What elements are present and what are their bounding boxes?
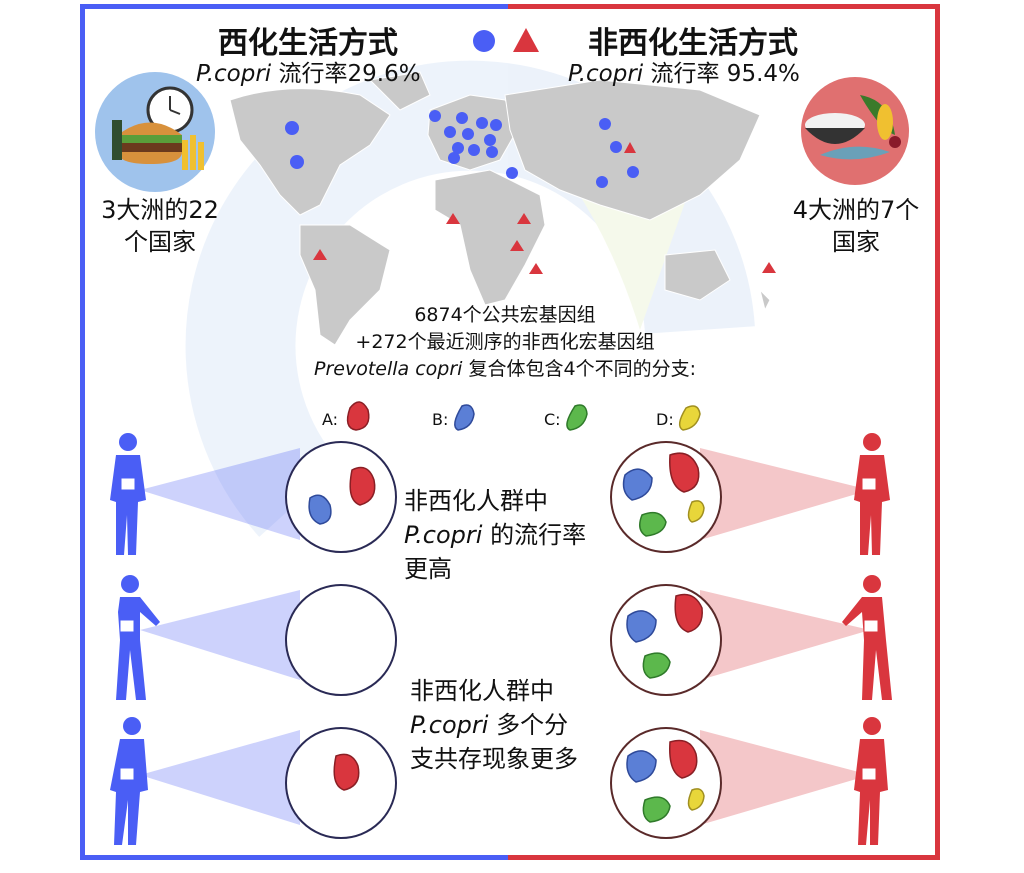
metagenome-line3-rest: 复合体包含4个不同的分支: — [462, 358, 696, 380]
beams — [140, 448, 870, 825]
traditional-food-icon — [801, 77, 909, 185]
non-western-prevalence-label: 流行率 95.4% — [643, 61, 800, 87]
prevalence-callout: 非西化人群中 P.copri 的流行率 更高 — [404, 484, 586, 586]
person-icon — [110, 433, 146, 555]
non-western-countries: 4大洲的7个 国家 — [782, 194, 930, 258]
clade-legend — [346, 401, 701, 431]
metagenome-line3: Prevotella copri 复合体包含4个不同的分支: — [300, 354, 710, 381]
africa — [434, 169, 546, 306]
metagenome-summary: 6874个公共宏基因组 +272个最近测序的非西化宏基因组 Prevotella… — [300, 300, 710, 381]
clade-b-label: B: — [432, 410, 449, 429]
western-prevalence-label: 流行率29.6% — [271, 61, 421, 87]
metagenome-line2: +272个最近测序的非西化宏基因组 — [355, 331, 655, 353]
non-western-people — [842, 433, 892, 845]
callout1-line3: 更高 — [404, 555, 452, 583]
callout1-line2-rest: 的流行率 — [482, 521, 587, 549]
non-western-species: P.copri — [568, 61, 644, 87]
western-countries: 3大洲的22 个国家 — [88, 194, 232, 258]
non-western-countries-line2: 国家 — [832, 228, 880, 256]
clade-d-label: D: — [656, 410, 674, 429]
red-triangle-legend-icon — [513, 28, 539, 52]
coexistence-callout: 非西化人群中 P.copri 多个分 支共存现象更多 — [410, 674, 578, 776]
non-western-gut-circles — [610, 441, 722, 839]
callout1-line2: P.copri 的流行率 — [404, 518, 586, 552]
callout1-line1: 非西化人群中 — [404, 487, 548, 515]
non-western-prevalence: P.copri 流行率 95.4% — [568, 54, 800, 88]
western-title: 西化生活方式 — [218, 26, 398, 61]
north-america — [229, 88, 391, 216]
new-zealand — [759, 288, 771, 312]
metagenome-line1: 6874个公共宏基因组 — [414, 304, 596, 326]
callout2-line1: 非西化人群中 — [410, 677, 554, 705]
non-western-title: 非西化生活方式 — [588, 26, 798, 61]
callout2-line2: P.copri 多个分 — [410, 708, 578, 742]
clade-d-icon — [678, 405, 701, 431]
callout2-line3: 支共存现象更多 — [410, 745, 578, 773]
circle-beans — [308, 452, 705, 823]
western-people — [110, 433, 160, 845]
australia — [664, 249, 731, 301]
callout2-line2-rest: 多个分 — [488, 711, 569, 739]
western-countries-line2: 个国家 — [124, 228, 196, 256]
blue-dot-legend-icon — [473, 30, 495, 52]
clade-a-label: A: — [322, 410, 339, 429]
metagenome-species: Prevotella copri — [314, 358, 463, 380]
clade-b-icon — [454, 404, 475, 431]
western-species: P.copri — [196, 61, 272, 87]
fast-food-icon — [95, 72, 215, 192]
non-western-frame — [508, 4, 940, 860]
western-dots — [285, 110, 639, 188]
callout1-species: P.copri — [404, 521, 483, 549]
clade-c-icon — [566, 404, 588, 431]
greenland — [368, 71, 431, 111]
clade-a-icon — [346, 401, 370, 431]
western-countries-line1: 3大洲的22 — [101, 196, 219, 224]
clade-c-label: C: — [544, 410, 561, 429]
callout2-species: P.copri — [410, 711, 489, 739]
western-frame — [80, 4, 512, 860]
non-western-triangles — [313, 142, 776, 274]
western-prevalence: P.copri 流行率29.6% — [196, 54, 421, 88]
non-western-countries-line1: 4大洲的7个 — [792, 196, 920, 224]
